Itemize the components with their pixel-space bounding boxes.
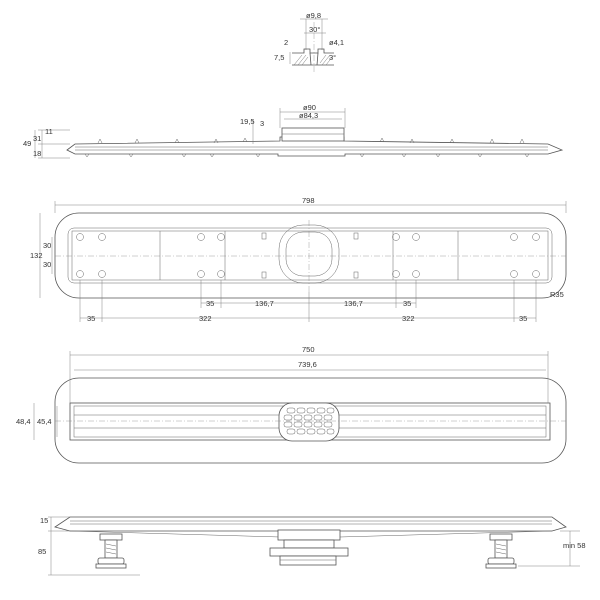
- detail-hatching: [293, 54, 334, 66]
- side-height-18: 18: [33, 149, 41, 158]
- detail-dia-9-8: ø9,8: [306, 11, 321, 20]
- side-height-31: 31: [33, 134, 41, 143]
- detail-dim-7-5: 7,5: [274, 53, 284, 62]
- cover-length-739-6: 739,6: [298, 360, 317, 369]
- cover-grate-slots: [283, 407, 335, 435]
- detail-angle-30: 30°: [309, 25, 320, 34]
- cover-length-750: 750: [302, 345, 315, 354]
- top-height-30-lower: 30: [43, 260, 51, 269]
- side-dim-19-5: 19,5: [240, 117, 255, 126]
- top-length-798: 798: [302, 196, 315, 205]
- cover-height-48-4: 48,4: [16, 417, 31, 426]
- outlet-detail-view: ø9,8 30° ø4,1 2 7,5 3°: [274, 11, 344, 72]
- side-dim-3: 3: [260, 119, 264, 128]
- detail-angle-3: 3°: [329, 53, 336, 62]
- cover-view: 750 739,6 48,4 45,4: [16, 345, 567, 464]
- top-bottom-35-left: 35: [87, 314, 95, 323]
- top-bottom-35-right: 35: [519, 314, 527, 323]
- cover-height-45-4: 45,4: [37, 417, 52, 426]
- top-center-35-left: 35: [206, 299, 214, 308]
- top-center-136-7-right: 136,7: [344, 299, 363, 308]
- front-view: 15 85 min 58: [38, 516, 586, 576]
- front-height-85: 85: [38, 547, 46, 556]
- side-height-11: 11: [45, 127, 53, 136]
- top-height-30-upper: 30: [43, 241, 51, 250]
- detail-dim-2: 2: [284, 38, 288, 47]
- mounting-points: [76, 232, 540, 279]
- side-dia-90: ø90: [303, 103, 316, 112]
- side-dia-84-3: ø84,3: [299, 111, 318, 120]
- top-center-136-7-left: 136,7: [255, 299, 274, 308]
- detail-dia-4-1: ø4,1: [329, 38, 344, 47]
- top-bottom-322-right: 322: [402, 314, 415, 323]
- top-view: 798 132 30 30 R35 35 136,7 136,7 35 35 3…: [30, 196, 567, 323]
- front-min-58: min 58: [563, 541, 586, 550]
- top-height-132: 132: [30, 251, 43, 260]
- side-height-49: 49: [23, 139, 31, 148]
- top-radius-35: R35: [550, 290, 564, 299]
- front-height-15: 15: [40, 516, 48, 525]
- top-bottom-322-left: 322: [199, 314, 212, 323]
- side-view: 11 31 49 18 19,5 3 ø90 ø84,3: [23, 103, 564, 159]
- top-center-35-right: 35: [403, 299, 411, 308]
